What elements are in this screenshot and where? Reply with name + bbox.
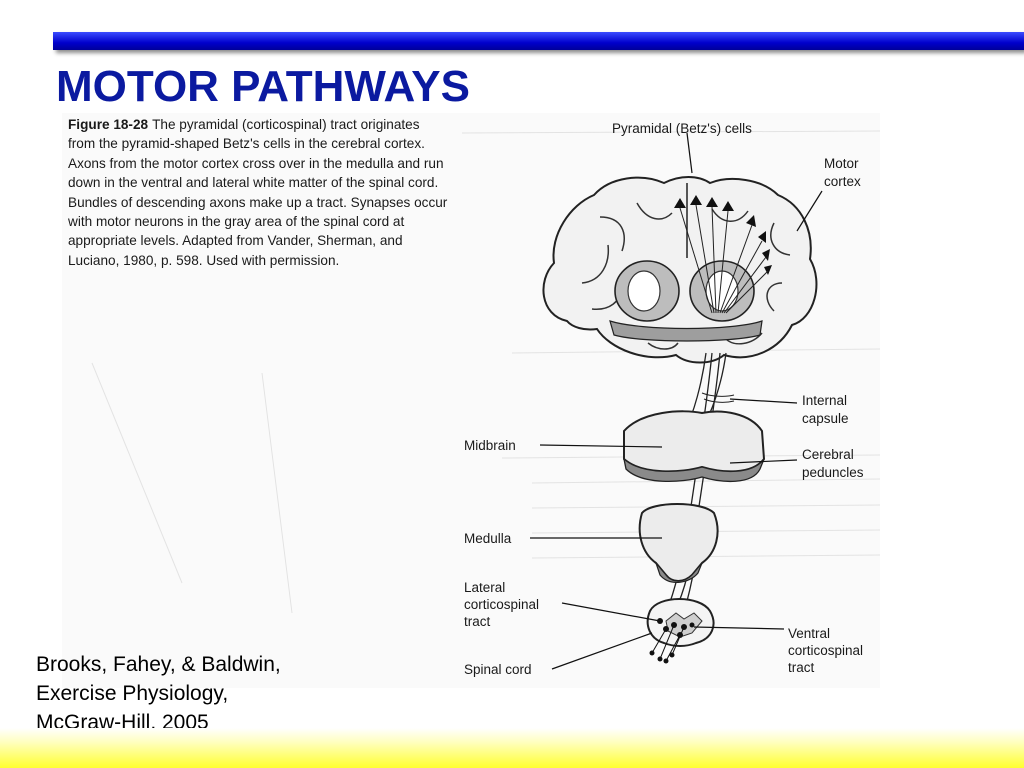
label-ventral-corticospinal: corticospinal [788, 643, 863, 658]
label-midbrain: Midbrain [464, 438, 516, 453]
label-lateral: Lateral [464, 580, 505, 595]
label-peduncles: peduncles [802, 465, 864, 480]
label-motor: Motor [824, 156, 859, 171]
slide-title: MOTOR PATHWAYS [56, 62, 470, 111]
label-internal: Internal [802, 393, 847, 408]
figure-panel: Pyramidal (Betz's) cells Motor cortex In… [62, 113, 880, 688]
label-cerebral: Cerebral [802, 447, 854, 462]
medulla-shape [638, 503, 719, 582]
label-ventral: Ventral [788, 626, 830, 641]
label-medulla: Medulla [464, 531, 512, 546]
motor-pathway-diagram: Pyramidal (Betz's) cells Motor cortex In… [91, 121, 880, 677]
cerebral-peduncles-shape [622, 457, 765, 483]
label-lateral-corticospinal: corticospinal [464, 597, 539, 612]
label-pyramidal-cells: Pyramidal (Betz's) cells [612, 121, 752, 136]
bottom-gradient-band [0, 728, 1024, 768]
citation-line-2: Exercise Physiology, [36, 682, 229, 705]
citation: Brooks, Fahey, & Baldwin, Exercise Physi… [36, 650, 281, 737]
top-accent-bar [53, 32, 1024, 50]
brain-cross-section [542, 176, 818, 364]
label-ventral-tract: tract [788, 660, 815, 675]
label-spinal-cord: Spinal cord [464, 662, 532, 677]
label-cortex: cortex [824, 174, 861, 189]
figure-caption-text: The pyramidal (corticospinal) tract orig… [68, 117, 448, 268]
label-lateral-tract: tract [464, 614, 491, 629]
citation-line-1: Brooks, Fahey, & Baldwin, [36, 653, 281, 676]
label-capsule: capsule [802, 411, 849, 426]
figure-number: Figure 18-28 [68, 117, 149, 132]
leader-lines [530, 132, 823, 670]
